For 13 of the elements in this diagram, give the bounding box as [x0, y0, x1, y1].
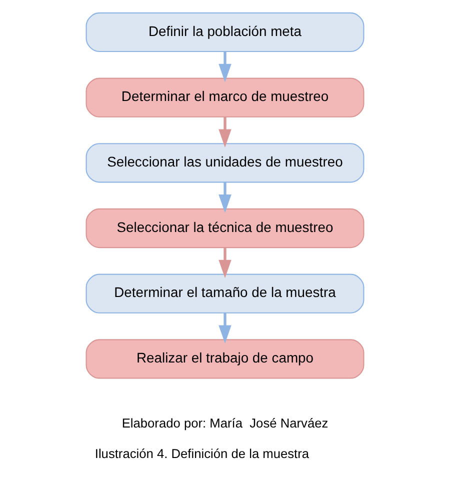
arrow: [218, 248, 231, 278]
arrow: [218, 116, 231, 148]
node-box: Determinar el tamaño de la muestra: [85, 274, 364, 314]
node-box: Seleccionar la técnica de muestreo: [85, 208, 364, 248]
node-box: Realizar el trabajo de campo: [85, 339, 364, 379]
node-box: Definir la población meta: [85, 12, 364, 52]
node-box: Determinar el marco de muestreo: [85, 78, 364, 118]
arrow: [218, 52, 231, 82]
caption: Ilustración 4. Definición de la muestra: [94, 446, 309, 462]
arrow: [218, 312, 231, 344]
label: Elaborado por: María José Narváez: [121, 416, 328, 431]
arrow: [218, 182, 231, 213]
node-box: Seleccionar las unidades de muestreo: [85, 143, 364, 183]
